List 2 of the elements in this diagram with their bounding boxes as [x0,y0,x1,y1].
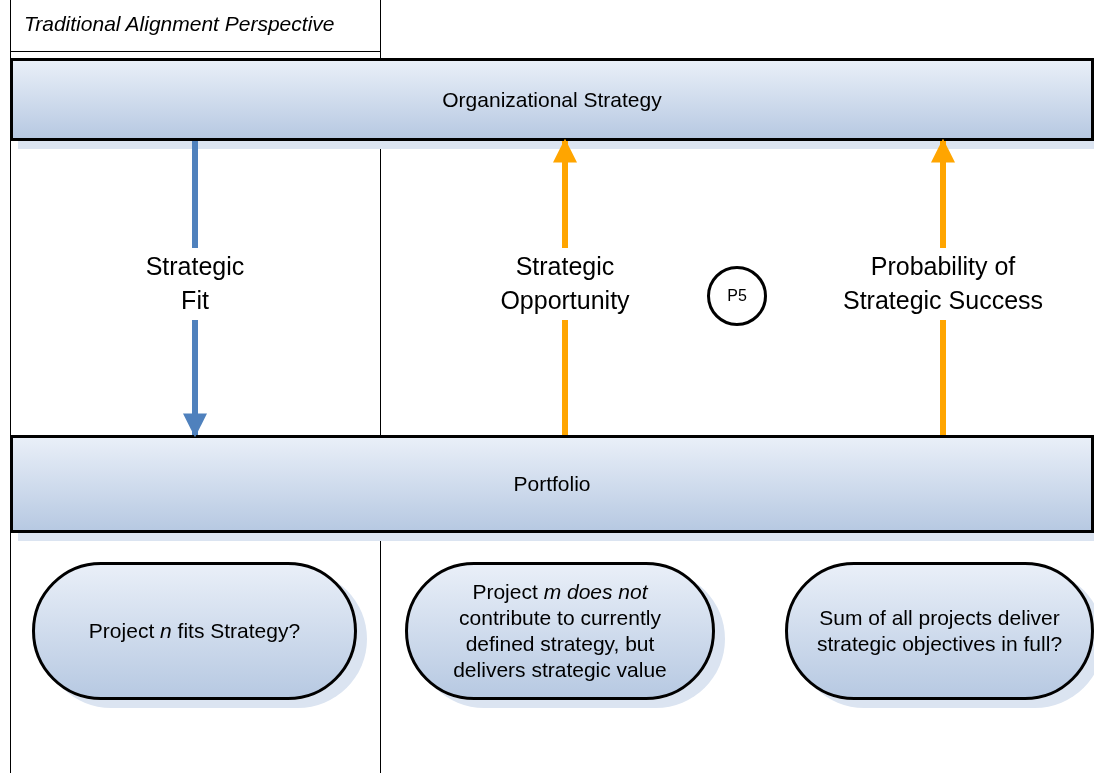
callout-circle: P5 [707,266,767,326]
column-heading: Traditional Alignment Perspective [10,0,381,52]
